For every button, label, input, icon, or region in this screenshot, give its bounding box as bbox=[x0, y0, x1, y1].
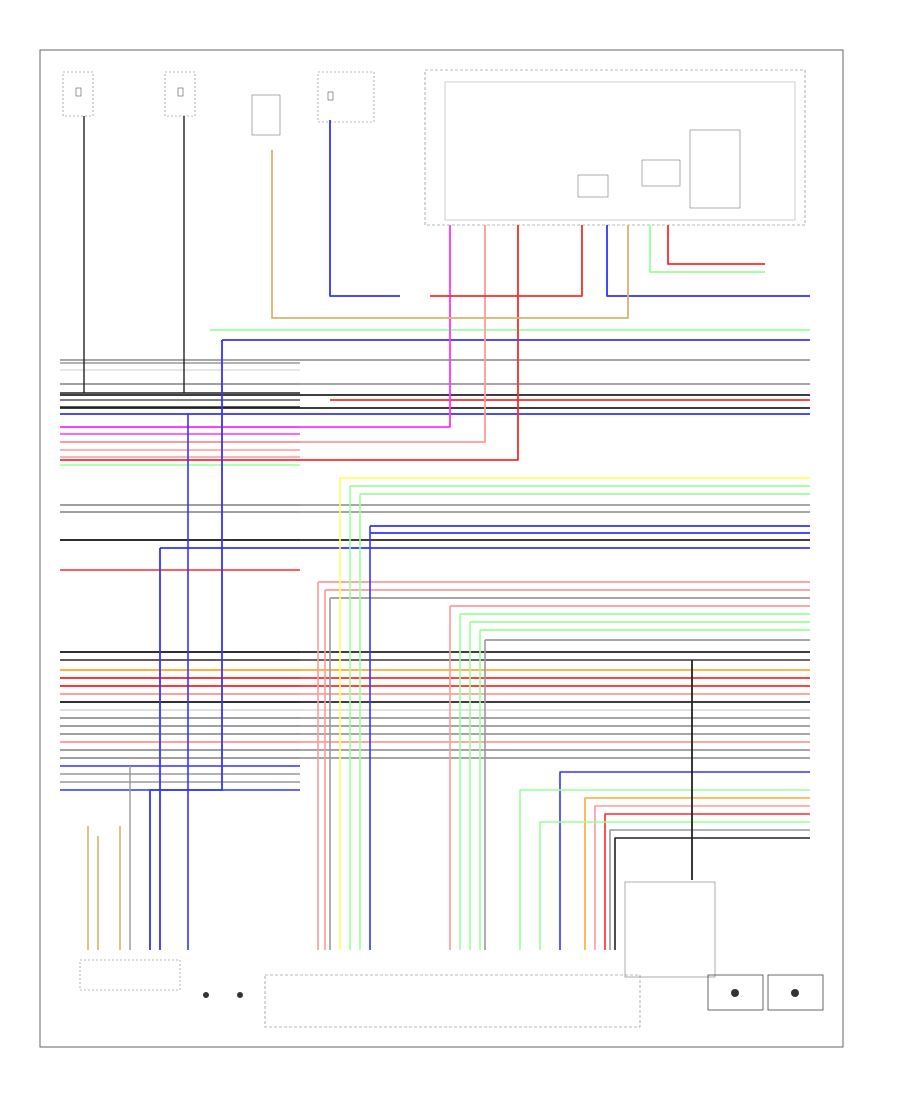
right-drop-wire-6 bbox=[539, 821, 810, 950]
module-wire-red-2 bbox=[430, 225, 583, 297]
bottom-right-module-1 bbox=[624, 881, 716, 978]
module-wire-green bbox=[649, 225, 765, 273]
fuse-box-3 bbox=[317, 71, 375, 123]
module-wire-tan bbox=[271, 150, 629, 319]
right-drop-wire-8 bbox=[614, 837, 810, 950]
fuse-box-2 bbox=[164, 71, 196, 117]
bottom-left-component bbox=[79, 959, 181, 991]
module-wire-red-3 bbox=[667, 225, 765, 265]
right-drop-wire-4 bbox=[594, 805, 810, 950]
module-wire-blue-3 bbox=[329, 120, 400, 297]
right-drop-wire-1 bbox=[559, 771, 810, 950]
module-wire-red bbox=[60, 225, 519, 461]
wire-harness bbox=[60, 116, 810, 950]
right-drop-wire-7 bbox=[609, 829, 810, 950]
fuse-box-1 bbox=[62, 71, 94, 117]
right-drop-wire-3 bbox=[584, 797, 810, 950]
module-wire-blue-2 bbox=[606, 225, 810, 297]
right-drop-wire-2 bbox=[519, 789, 810, 950]
bottom-right-module-2 bbox=[707, 974, 824, 1011]
bottom-connector-module bbox=[264, 974, 641, 1028]
relay-component bbox=[251, 94, 281, 136]
right-drop-wire-5 bbox=[604, 813, 810, 950]
diagram-border bbox=[39, 49, 844, 1048]
left-vertical-blue-2 bbox=[149, 340, 223, 950]
module-wire-pink bbox=[60, 225, 486, 443]
module-wire-magenta bbox=[60, 225, 451, 428]
ground-symbols bbox=[203, 992, 243, 998]
control-module-top bbox=[424, 69, 806, 226]
